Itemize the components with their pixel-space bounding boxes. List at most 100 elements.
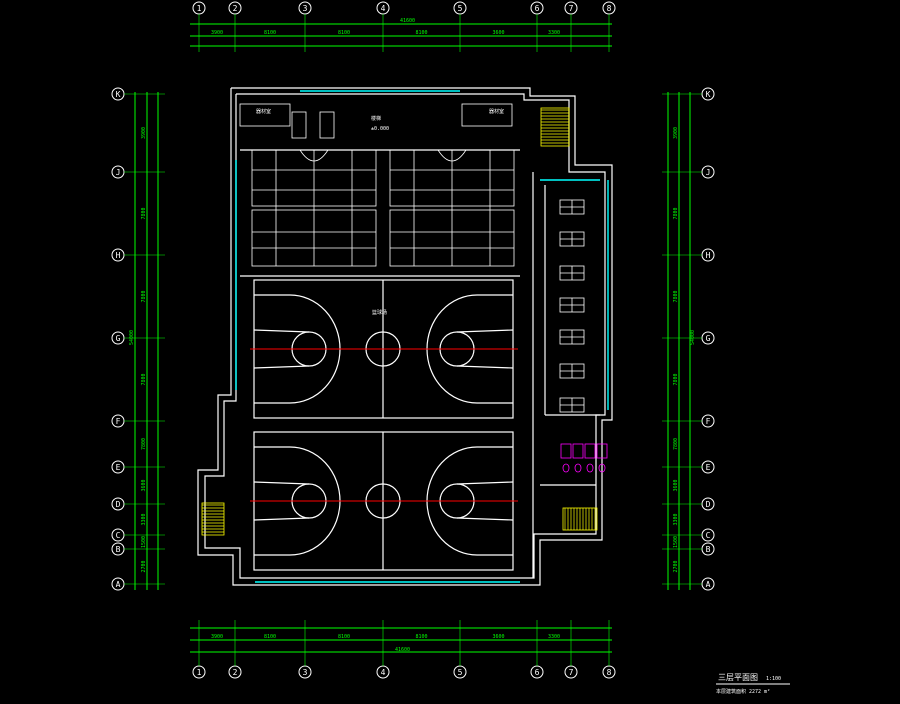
grid-bubble-right-G: G xyxy=(701,331,715,345)
grid-bubble-top-1: 1 xyxy=(192,1,206,15)
court-label: 篮球场 xyxy=(372,309,387,316)
grid-bubble-left-G: G xyxy=(111,331,125,345)
stair-top-right-steps xyxy=(541,109,569,144)
drawing-title: 三层平面图 xyxy=(718,673,758,682)
building-walls xyxy=(197,87,613,586)
grid-axis-label: 7 xyxy=(569,4,574,13)
table-tennis-table xyxy=(559,199,585,215)
grid-axis-label: D xyxy=(116,500,121,509)
grid-bubble-right-D: D xyxy=(701,497,715,511)
right-segment-dimension: 1500 xyxy=(673,536,679,548)
drawing-note: 本层建筑面积 2272 m² xyxy=(716,688,770,695)
upper-courts xyxy=(251,149,515,267)
grid-bubble-right-C: C xyxy=(701,528,715,542)
grid-bubble-left-H: H xyxy=(111,248,125,262)
table-tennis-table xyxy=(559,297,585,313)
grid-bubble-left-D: D xyxy=(111,497,125,511)
glazing xyxy=(235,90,609,583)
grid-axis-label: 5 xyxy=(458,4,463,13)
grid-axis-label: E xyxy=(116,463,121,472)
top-dimension-chain xyxy=(190,23,612,47)
top-segment-dimension: 8100 xyxy=(264,30,276,36)
right-segment-dimension: 3300 xyxy=(673,513,679,525)
grid-axis-label: C xyxy=(706,531,711,540)
grid-axis-label: 2 xyxy=(233,4,238,13)
grid-axis-label: B xyxy=(706,545,711,554)
grid-bubble-left-A: A xyxy=(111,577,125,591)
top-rooms xyxy=(239,103,513,139)
grid-bubble-bottom-1: 1 xyxy=(192,665,206,679)
grid-bubble-top-3: 3 xyxy=(298,1,312,15)
grid-bubble-left-F: F xyxy=(111,414,125,428)
stair-bottom-left xyxy=(201,502,225,536)
left-segment-dimension: 7800 xyxy=(141,290,147,302)
right-segment-dimension: 7800 xyxy=(673,438,679,450)
grid-axis-label: 6 xyxy=(535,668,540,677)
top-segment-dimension: 3900 xyxy=(211,30,223,36)
elevation-mark: ±0.000 xyxy=(371,126,389,132)
grid-axis-label: 3 xyxy=(303,668,308,677)
grid-axis-label: C xyxy=(116,531,121,540)
grid-axis-label: 5 xyxy=(458,668,463,677)
toilet-stall xyxy=(596,443,608,473)
grid-bubble-bottom-8: 8 xyxy=(602,665,616,679)
bottom-segment-dimension: 8100 xyxy=(338,634,350,640)
room-label-top-left: 器材室 xyxy=(256,108,271,115)
grid-bubble-top-5: 5 xyxy=(453,1,467,15)
grid-axis-label: 7 xyxy=(569,668,574,677)
bottom-segment-dimension: 3600 xyxy=(492,634,504,640)
grid-bubble-right-F: F xyxy=(701,414,715,428)
grid-axis-label: F xyxy=(706,417,711,426)
grid-bubble-bottom-7: 7 xyxy=(564,665,578,679)
room-label-top-right: 器材室 xyxy=(489,108,504,115)
drawing-scale: 1:100 xyxy=(766,676,781,682)
table-tennis-table xyxy=(559,397,585,413)
top-segment-dimension: 3600 xyxy=(492,30,504,36)
room-label-center: 楼梯 xyxy=(371,115,381,122)
top-segment-dimension: 8100 xyxy=(415,30,427,36)
stair-bottom-right-steps xyxy=(564,508,596,530)
grid-axis-label: K xyxy=(706,90,711,99)
toilet-stall xyxy=(572,443,584,473)
left-segment-dimension: 3600 xyxy=(141,479,147,491)
toilet-stall xyxy=(584,443,596,473)
grid-axis-label: J xyxy=(706,168,711,177)
grid-bubble-right-K: K xyxy=(701,87,715,101)
table-tennis-table xyxy=(559,265,585,281)
grid-axis-label: 8 xyxy=(607,668,612,677)
bottom-segment-dimension: 8100 xyxy=(415,634,427,640)
grid-bubble-left-J: J xyxy=(111,165,125,179)
grid-bubble-left-C: C xyxy=(111,528,125,542)
stair-top-right xyxy=(540,107,570,147)
grid-bubble-top-8: 8 xyxy=(602,1,616,15)
grid-bubble-left-E: E xyxy=(111,460,125,474)
grid-axis-label: H xyxy=(706,251,711,260)
grid-bubble-top-4: 4 xyxy=(376,1,390,15)
grid-axis-label: 1 xyxy=(197,668,202,677)
right-segment-dimension: 2700 xyxy=(673,560,679,572)
toilet-stall xyxy=(560,443,572,473)
left-segment-dimension: 3300 xyxy=(141,513,147,525)
left-segment-dimension: 7800 xyxy=(141,438,147,450)
right-segment-dimension: 7800 xyxy=(673,290,679,302)
grid-axis-label: 2 xyxy=(233,668,238,677)
right-segment-dimension: 7800 xyxy=(673,207,679,219)
stair-bottom-left-steps xyxy=(202,504,224,533)
right-segment-dimension: 3600 xyxy=(673,479,679,491)
grid-axis-label: 8 xyxy=(607,4,612,13)
left-segment-dimension: 7800 xyxy=(141,207,147,219)
grid-bubble-top-7: 7 xyxy=(564,1,578,15)
grid-bubble-top-6: 6 xyxy=(530,1,544,15)
top-grid-axis-bubbles: 1 2 3 4 5 6 7 8 xyxy=(192,1,616,52)
grid-axis-label: D xyxy=(706,500,711,509)
grid-bubble-right-J: J xyxy=(701,165,715,179)
grid-bubble-right-A: A xyxy=(701,577,715,591)
grid-axis-label: H xyxy=(116,251,121,260)
table-tennis-table xyxy=(559,329,585,345)
